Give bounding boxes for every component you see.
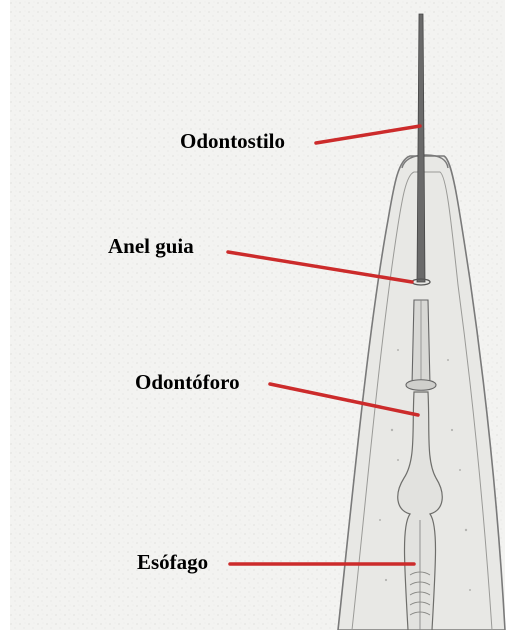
label-odontoforo: Odontóforo	[135, 372, 240, 393]
label-anel-guia: Anel guia	[108, 236, 194, 257]
stylet-knobs	[406, 380, 436, 391]
label-esofago: Esófago	[137, 552, 208, 573]
label-odontostilo: Odontostilo	[180, 131, 285, 152]
